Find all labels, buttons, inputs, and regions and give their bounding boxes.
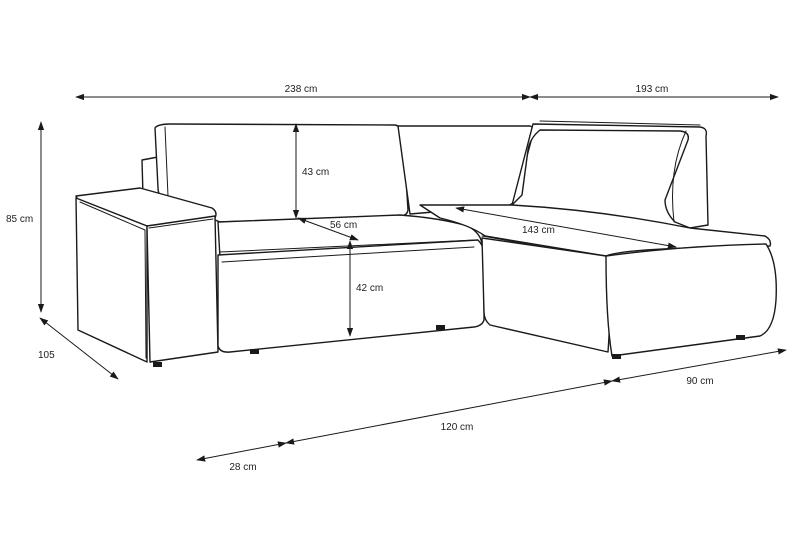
label-seat-width: 120 cm	[441, 422, 474, 433]
dimension-lines	[37, 93, 787, 462]
armrest-side	[146, 215, 219, 363]
label-side-depth: 105	[38, 350, 55, 361]
armrest-front	[75, 197, 148, 363]
back-cushion-chaise	[511, 123, 709, 229]
label-seat-height: 42 cm	[356, 283, 383, 294]
dim-line-seat-depth	[297, 217, 359, 241]
label-chaise-depth: 90 cm	[686, 376, 713, 387]
label-chaise-seat-length: 143 cm	[522, 225, 555, 236]
sofa-foot	[612, 354, 621, 359]
chaise-side	[605, 243, 777, 357]
sofa-foot	[153, 362, 162, 367]
label-back-height: 43 cm	[302, 167, 329, 178]
label-total-width: 238 cm	[285, 84, 318, 95]
dim-line-side-depth	[39, 317, 119, 380]
dim-line-armrest-width	[196, 441, 287, 462]
label-chaise-width: 193 cm	[636, 84, 669, 95]
dim-line-chaise-depth	[611, 348, 787, 383]
label-height: 85 cm	[6, 214, 33, 225]
dim-line-seat-width	[285, 379, 613, 445]
label-armrest-width: 28 cm	[229, 462, 256, 473]
sofa-foot	[736, 335, 745, 340]
sofa-drawing	[75, 120, 777, 367]
dim-line-chaise-seat-length	[455, 206, 677, 249]
seat-front-main	[217, 239, 486, 353]
chaise-front	[481, 237, 611, 353]
dimension-labels: 238 cm 193 cm 85 cm 105 43 cm 56 cm 42 c…	[6, 84, 714, 473]
sofa-foot	[250, 349, 259, 354]
label-seat-depth: 56 cm	[330, 220, 357, 231]
sofa-foot	[436, 325, 445, 330]
